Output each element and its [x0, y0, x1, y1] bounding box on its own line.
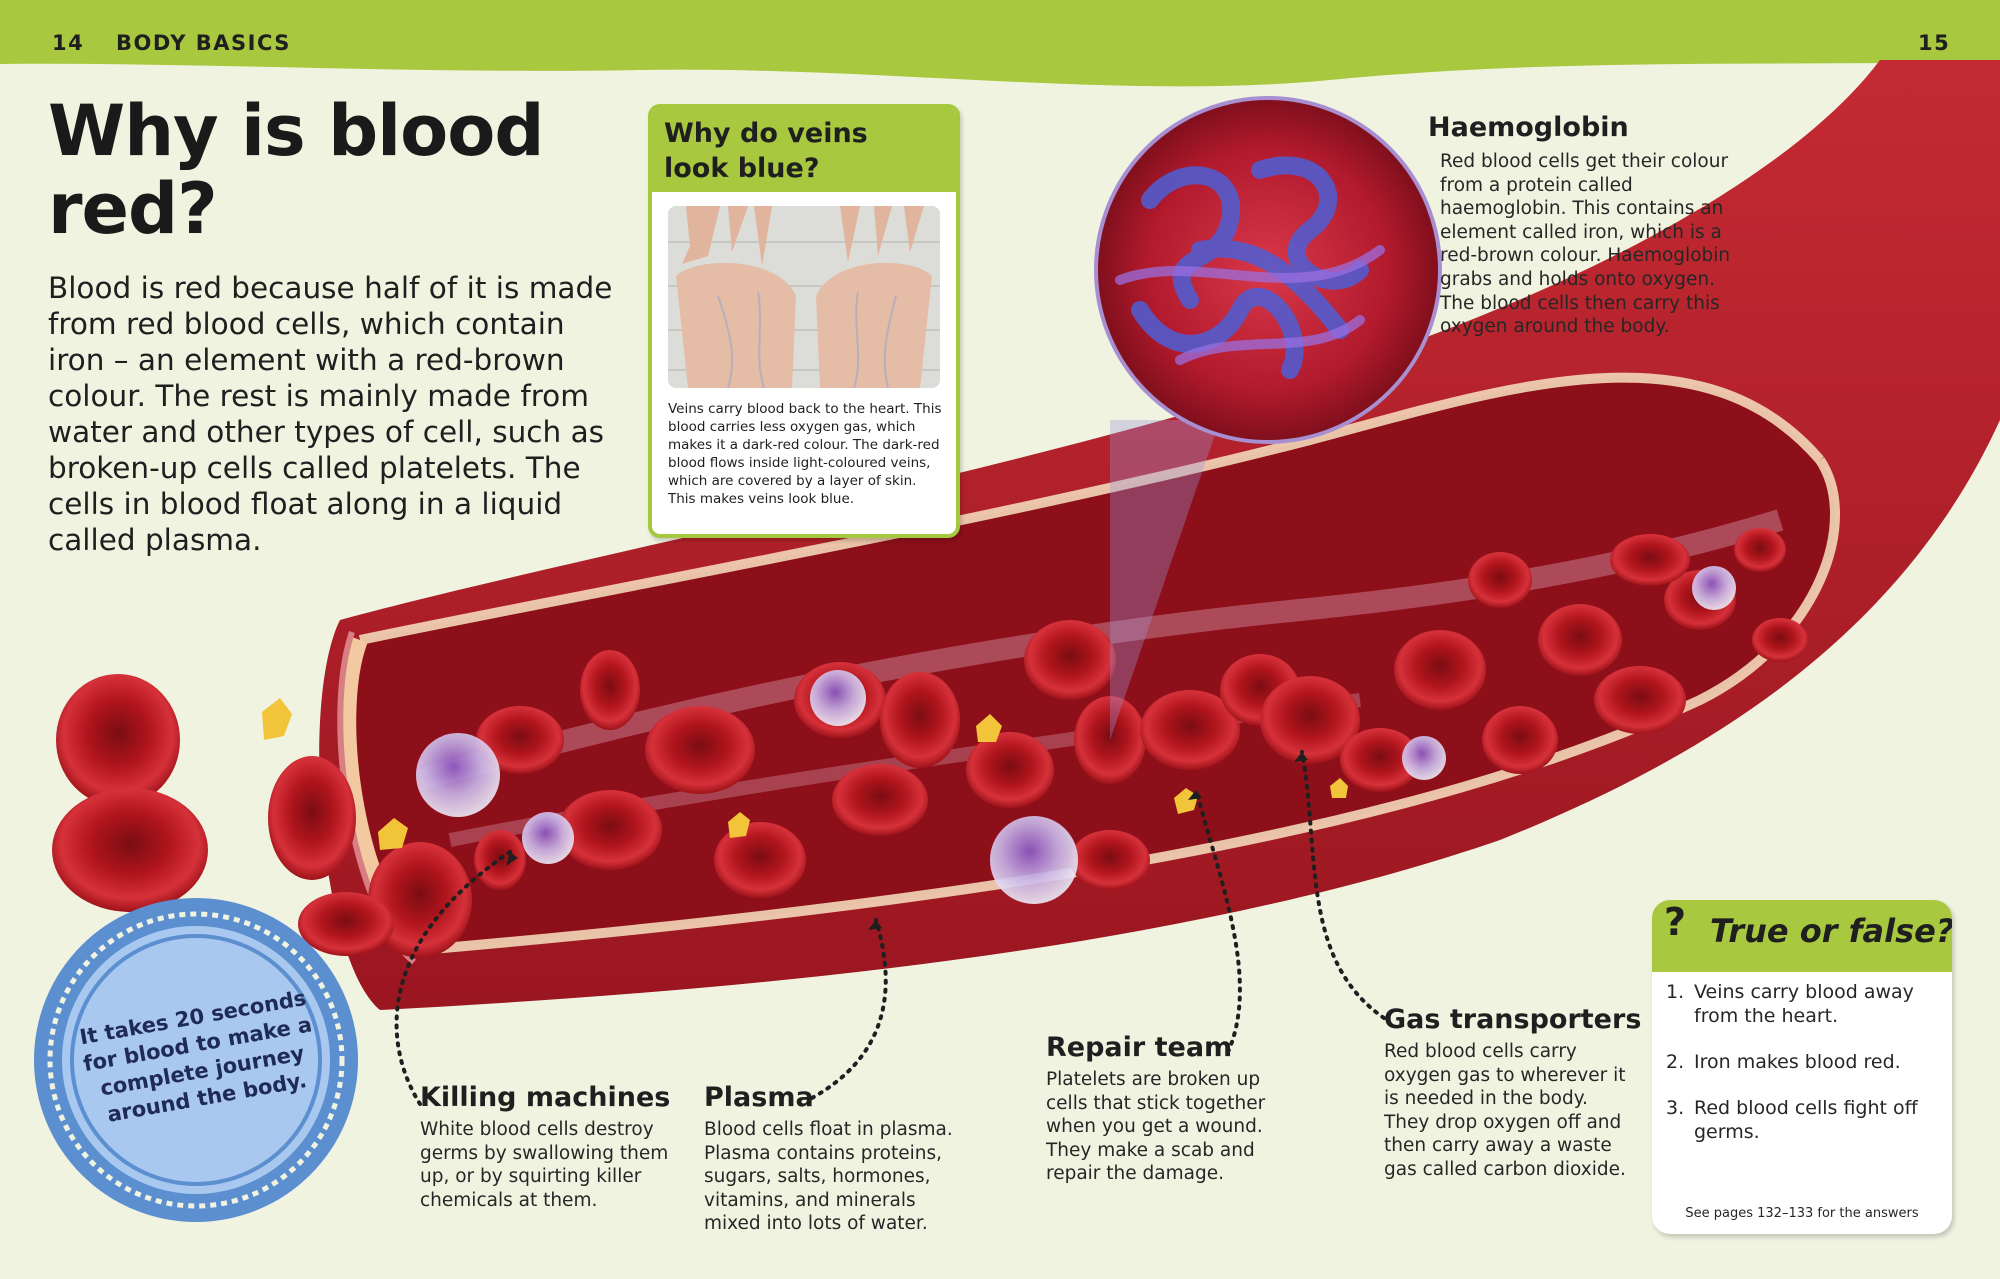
veins-box-title-line2: look blue?	[664, 153, 820, 184]
veins-info-box: Why do veins look blue? Veins carry	[648, 104, 960, 538]
item-text: Veins carry blood away from the heart.	[1694, 981, 1914, 1027]
page-title: Why is blood red?	[48, 90, 544, 250]
item-text: Red blood cells fight off germs.	[1694, 1097, 1918, 1143]
repair-team-title: Repair team	[1046, 1032, 1233, 1063]
veins-box-title-line1: Why do veins	[664, 118, 868, 149]
veins-caption: Veins carry blood back to the heart. Thi…	[668, 401, 942, 507]
true-or-false-title: True or false?	[1710, 912, 1952, 950]
item-number: 3.	[1666, 1097, 1685, 1119]
plasma-title: Plasma	[704, 1082, 814, 1113]
gas-transporters-title: Gas transporters	[1384, 1004, 1642, 1035]
item-text: Iron makes blood red.	[1694, 1051, 1901, 1073]
gas-transporters-text: Red blood cells carry oxygen gas to wher…	[1384, 1041, 1626, 1180]
platelets	[262, 698, 1348, 850]
hands-photo	[668, 206, 940, 388]
page-number-right: 15	[1918, 31, 1951, 55]
true-or-false-header	[1652, 900, 1952, 972]
item-number: 1.	[1666, 981, 1685, 1003]
section-title: BODY BASICS	[116, 31, 291, 55]
list-item: 1. Veins carry blood away from the heart…	[1666, 980, 1936, 1028]
true-or-false-box: ? True or false? 1. Veins carry blood aw…	[1652, 900, 1952, 1234]
haemoglobin-title: Haemoglobin	[1428, 112, 1629, 143]
answers-note: See pages 132–133 for the answers	[1685, 1206, 1919, 1221]
veins-box-header: Why do veins look blue?	[652, 108, 956, 192]
true-or-false-list: 1. Veins carry blood away from the heart…	[1666, 980, 1936, 1166]
question-mark-icon: ?	[1664, 900, 1687, 944]
repair-team-text: Platelets are broken up cells that stick…	[1046, 1069, 1266, 1185]
plasma-text: Blood cells float in plasma. Plasma cont…	[704, 1119, 953, 1235]
haemoglobin-text: Red blood cells get their colour from a …	[1440, 151, 1731, 338]
list-item: 2. Iron makes blood red.	[1666, 1050, 1936, 1074]
list-item: 3. Red blood cells fight off germs.	[1666, 1096, 1936, 1144]
label-pointers	[394, 750, 1386, 1106]
white-blood-cells	[416, 566, 1736, 904]
header-band	[0, 0, 2000, 87]
page-number-left: 14	[52, 31, 85, 55]
killing-machines-title: Killing machines	[420, 1082, 671, 1113]
item-number: 2.	[1666, 1051, 1685, 1073]
killing-machines-text: White blood cells destroy germs by swall…	[420, 1119, 669, 1211]
stamp-badge	[34, 898, 358, 1222]
red-blood-cells	[52, 528, 1808, 958]
intro-paragraph: Blood is red because half of it is made …	[48, 271, 613, 557]
